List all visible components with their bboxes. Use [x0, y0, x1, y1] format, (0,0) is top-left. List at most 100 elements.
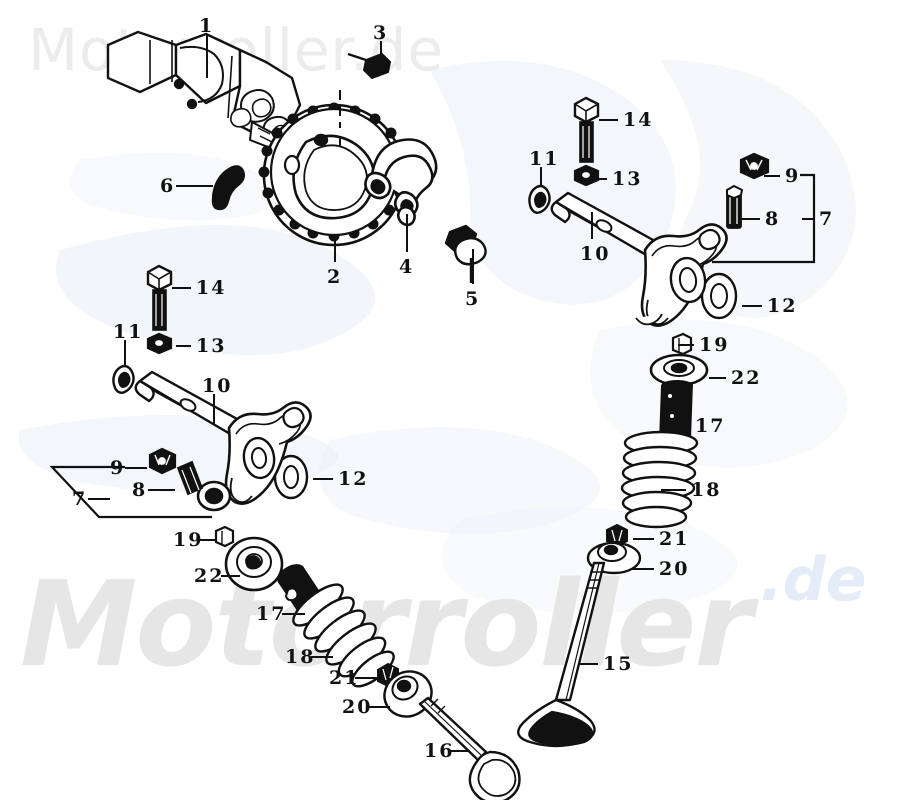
leader-13-right: [592, 178, 607, 180]
callout-21-left: 21: [329, 667, 360, 689]
callout-9-right: 9: [785, 165, 801, 187]
leader-18-right: [661, 489, 686, 491]
callout-13-left: 13: [196, 335, 227, 357]
part-camshaft-retainer-clip: [211, 165, 246, 211]
callout-13-right: 13: [612, 168, 643, 190]
leader-14-right: [599, 119, 618, 121]
callout-20-left: 20: [342, 696, 373, 718]
leader-10-right: [591, 212, 593, 239]
part-cam-chain-guide: [364, 138, 438, 227]
leader-2: [334, 240, 336, 262]
callout-9-left: 9: [110, 457, 126, 479]
leader-7-right: [802, 218, 814, 220]
callout-11-right: 11: [529, 148, 560, 170]
leader-8-left: [148, 489, 175, 491]
part-lock-washer-13-right: [573, 164, 600, 187]
bracket-assembly-7-left: [49, 465, 212, 519]
callout-19-right: 19: [699, 334, 730, 356]
part-washer-21-right: [606, 523, 628, 548]
callout-16: 16: [424, 740, 455, 762]
leader-20-left: [368, 706, 390, 708]
part-washer-12-left: [273, 454, 309, 500]
leader-20-right: [632, 568, 654, 570]
part-bolt-special-5: [444, 224, 487, 283]
callout-7-right: 7: [819, 208, 835, 230]
leader-12-right: [742, 305, 762, 307]
callout-4: 4: [399, 256, 415, 278]
part-adjust-screw-8-left: [176, 460, 204, 496]
callout-3: 3: [373, 22, 389, 44]
part-valve-15: [517, 561, 606, 748]
bracket-assembly-7-right: [712, 173, 816, 264]
leader-13-left: [176, 345, 191, 347]
callout-17-left: 17: [256, 603, 287, 625]
callout-22-left: 22: [194, 565, 225, 587]
callout-15: 15: [603, 653, 634, 675]
leader-8-right: [739, 218, 760, 220]
leader-22-left: [221, 575, 240, 577]
leader-19-right: [678, 344, 694, 346]
callout-5: 5: [465, 288, 481, 310]
callout-20-right: 20: [659, 558, 690, 580]
leader-17-left: [282, 613, 305, 615]
part-bolt-14-right: [573, 96, 600, 163]
part-lock-washer-13-left: [146, 332, 173, 355]
leader-15: [580, 663, 598, 665]
part-rocker-arm-right: [635, 223, 728, 327]
leader-1: [206, 34, 208, 78]
leader-17-right: [668, 425, 690, 427]
part-valve-16: [418, 696, 521, 800]
callout-22-right: 22: [731, 367, 762, 389]
callout-10-right: 10: [580, 243, 611, 265]
part-retainer-22-right: [649, 353, 709, 387]
leader-16: [448, 750, 470, 752]
callout-19-left: 19: [173, 529, 204, 551]
leader-11-right: [540, 167, 542, 185]
callout-7-left: 7: [72, 488, 88, 510]
callout-11-left: 11: [113, 321, 144, 343]
part-rocker-arm-left: [196, 401, 312, 512]
part-oring-11-left: [112, 364, 135, 394]
callout-10-left: 10: [202, 375, 233, 397]
part-cotter-19-left: [214, 525, 235, 548]
leader-22-right: [709, 377, 726, 379]
part-dowel-pin: [347, 52, 392, 80]
part-camshaft: [106, 30, 302, 155]
leader-21-right: [633, 538, 654, 540]
callout-12-right: 12: [767, 295, 798, 317]
part-washer-12-right: [700, 272, 738, 320]
callout-6: 6: [160, 175, 176, 197]
leader-19-left: [198, 539, 216, 541]
callout-1: 1: [199, 15, 215, 37]
part-lock-nut-9-right: [739, 152, 770, 180]
part-cam-sprocket: [258, 90, 410, 247]
callout-21-right: 21: [659, 528, 690, 550]
part-lock-nut-9-left: [148, 447, 177, 475]
part-adjust-screw-8-right: [726, 184, 744, 229]
part-valve-spring-18-right: [620, 430, 699, 529]
leader-14-left: [172, 287, 191, 289]
callout-18-right: 18: [691, 479, 722, 501]
leader-3: [380, 41, 382, 60]
callout-14-left: 14: [196, 277, 227, 299]
leader-11-left: [124, 340, 126, 365]
part-oring-11-right: [528, 184, 551, 214]
callout-17-right: 17: [695, 415, 726, 437]
callout-2: 2: [327, 266, 343, 288]
leader-18-left: [311, 656, 333, 658]
callout-12-left: 12: [338, 468, 369, 490]
leader-21-left: [355, 677, 377, 679]
callout-8-left: 8: [132, 479, 148, 501]
callout-8-right: 8: [765, 208, 781, 230]
leader-12-left: [313, 478, 333, 480]
callout-14-right: 14: [623, 109, 654, 131]
part-valve-spring-18-left: [292, 583, 395, 688]
leader-4: [406, 214, 408, 252]
callout-18-left: 18: [285, 646, 316, 668]
part-bolt-14-left: [146, 264, 173, 331]
leader-9-right: [764, 175, 780, 177]
leader-5: [472, 249, 474, 284]
leader-10-left: [213, 394, 215, 425]
